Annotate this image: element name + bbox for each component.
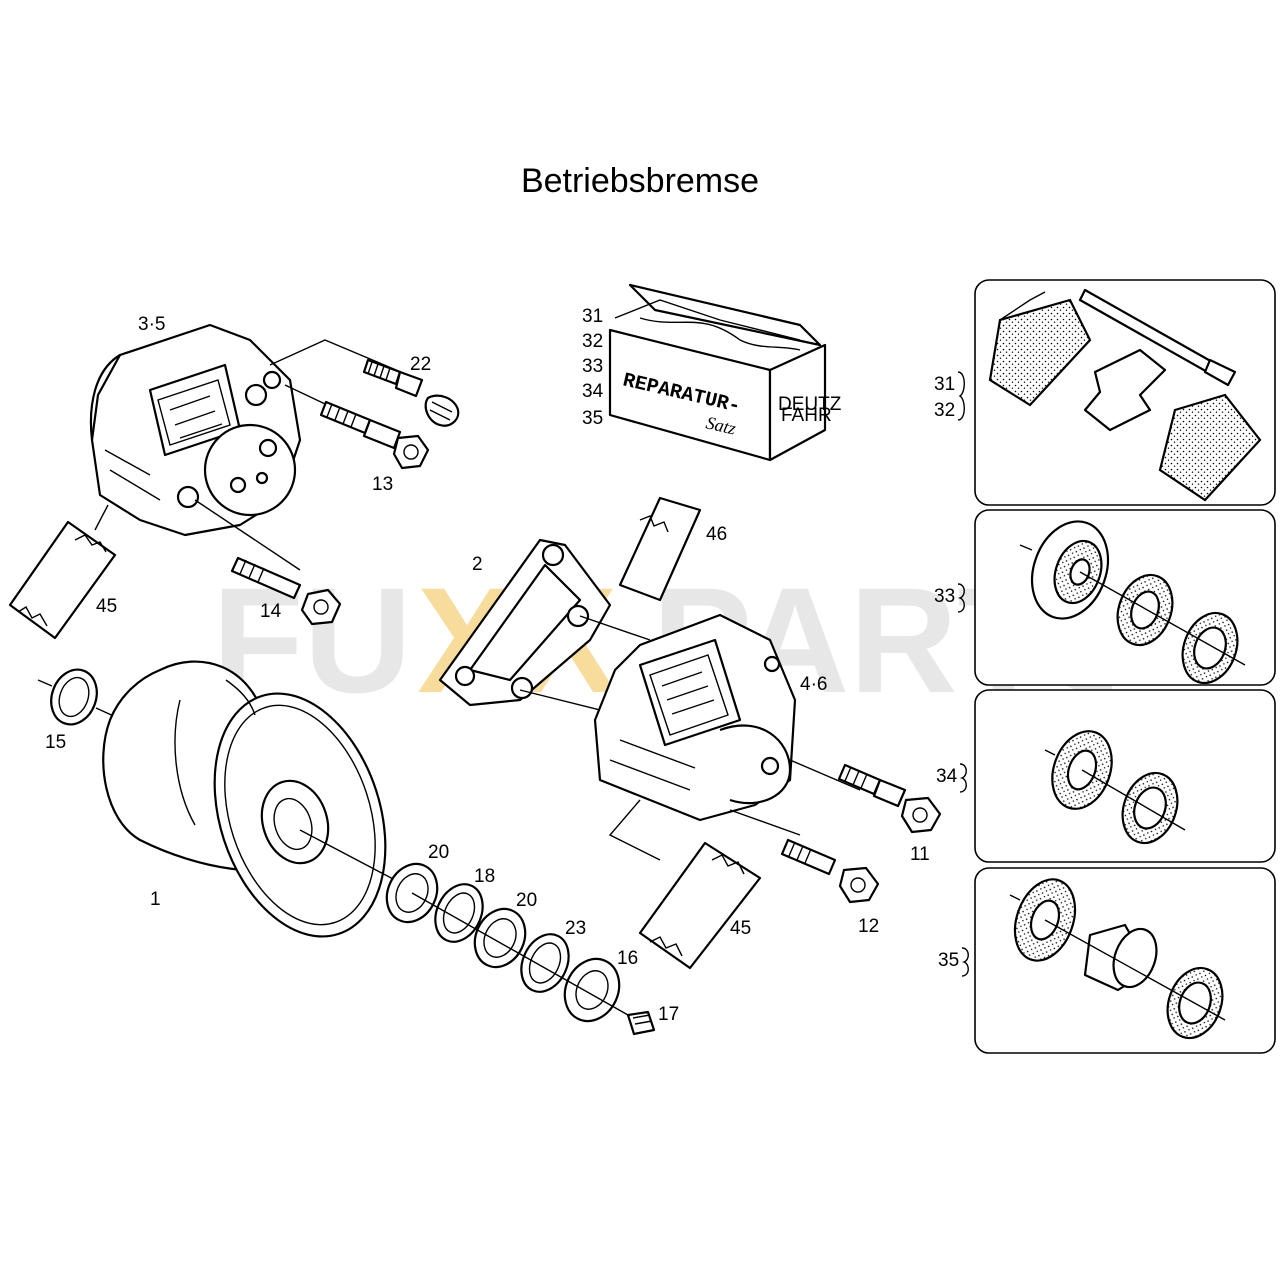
panel-label-35: 35 [938, 950, 959, 971]
label-23: 23 [565, 918, 586, 939]
label-4-6: 4·6 [800, 674, 827, 695]
caliper-right-drawing [593, 613, 797, 822]
part-18-circlip [434, 883, 484, 943]
kit-label-32: 32 [582, 331, 603, 352]
label-46: 46 [706, 524, 727, 545]
panel-31-pads-pins [988, 288, 1262, 502]
kit-label-34: 34 [582, 381, 604, 402]
part-1-brake-disc [102, 660, 387, 938]
label-16: 16 [617, 948, 638, 969]
panel-label-32: 32 [934, 400, 955, 421]
part-45-pad-right [638, 841, 762, 970]
label-11: 11 [910, 844, 930, 865]
panel-label-34: 34 [936, 766, 958, 787]
part-11-bolt [837, 763, 942, 834]
label-12: 12 [858, 916, 879, 937]
label-13: 13 [372, 474, 393, 495]
label-1: 1 [150, 889, 161, 910]
label-18: 18 [474, 866, 495, 887]
repair-kit-box [608, 283, 827, 462]
diagram-title: Betriebsbremse [520, 162, 760, 200]
panel-label-33: 33 [934, 586, 955, 607]
part-12-bolt [780, 838, 880, 904]
kit-label-33: 33 [582, 356, 603, 377]
panel-33-seal-set [1019, 520, 1246, 685]
panel-label-31: 31 [934, 374, 955, 395]
part-22-bleed-screw [362, 358, 460, 427]
part-16-bearing [563, 957, 621, 1023]
kit-label-31: 31 [582, 306, 603, 327]
part-20-ring-b [473, 907, 527, 969]
part-45-pad-left [8, 520, 117, 640]
label-14: 14 [260, 601, 282, 622]
part-13-bolt [319, 400, 430, 470]
kit-logo-deutz: DEUTZ [778, 394, 842, 415]
kit-panel-34 [974, 689, 1276, 863]
label-20-b: 20 [516, 890, 537, 911]
label-3-5: 3·5 [138, 314, 165, 335]
panel-34-seal-set [1044, 730, 1186, 845]
label-17: 17 [658, 1004, 679, 1025]
part-15-ring [37, 668, 119, 726]
label-2: 2 [472, 554, 483, 575]
label-45-right: 45 [730, 918, 751, 939]
label-22: 22 [410, 354, 431, 375]
part-17-plug [626, 1010, 656, 1036]
kit-logo-fahr: FAHR [781, 405, 832, 426]
kit-label-35: 35 [582, 408, 603, 429]
caliper-left-drawing [89, 323, 302, 537]
part-2-bracket [438, 538, 612, 707]
part-14-bolt [230, 556, 342, 626]
label-20-a: 20 [428, 842, 449, 863]
label-45-left: 45 [96, 596, 117, 617]
panel-35-bearing-set [1009, 878, 1226, 1040]
part-46-pad [618, 496, 702, 602]
part-23-circlip [520, 933, 570, 993]
label-15: 15 [45, 732, 66, 753]
